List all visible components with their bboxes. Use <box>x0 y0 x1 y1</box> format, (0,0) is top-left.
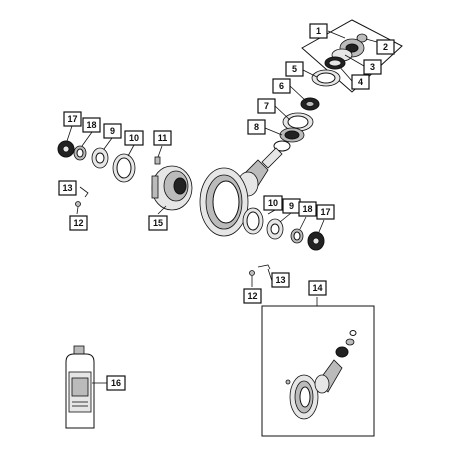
callout-6: 6 <box>272 78 291 94</box>
outer-pinion-bearing <box>300 97 320 111</box>
callout-17-right: 17 <box>316 204 335 220</box>
callout-8-label: 8 <box>254 122 259 132</box>
callout-4-label: 4 <box>358 77 363 87</box>
callout-12-mid-label: 12 <box>247 291 257 301</box>
callout-11-label: 11 <box>158 133 168 143</box>
callout-17-left: 17 <box>63 111 82 127</box>
pinion-seal <box>324 56 346 70</box>
callout-15-label: 15 <box>153 218 163 228</box>
callout-7: 7 <box>257 98 276 114</box>
callout-10-left: 10 <box>124 130 144 146</box>
inner-pinion-bearing <box>273 112 314 152</box>
callout-9-right: 9 <box>282 198 301 214</box>
callout-16: 16 <box>106 375 126 391</box>
callout-9-left-label: 9 <box>110 126 115 136</box>
callout-15: 15 <box>148 215 168 231</box>
callout-8: 8 <box>247 119 266 135</box>
callout-9-right-label: 9 <box>289 201 294 211</box>
ring-gear <box>199 167 249 237</box>
right-bearing-17 <box>307 231 325 251</box>
callout-12-mid: 12 <box>243 288 262 304</box>
callout-7-label: 7 <box>264 101 269 111</box>
kit-ring-gear <box>289 374 319 420</box>
callout-13-mid: 13 <box>271 272 290 288</box>
callout-12-left-label: 12 <box>73 218 83 228</box>
callout-11: 11 <box>153 130 172 146</box>
callout-17-left-label: 17 <box>67 114 77 124</box>
clip-13-left <box>79 186 89 198</box>
callout-9-left: 9 <box>103 123 122 139</box>
callout-13-left: 13 <box>58 180 77 196</box>
callout-13-left-label: 13 <box>62 183 72 193</box>
callout-17-right-label: 17 <box>320 207 330 217</box>
callout-4: 4 <box>351 74 370 90</box>
left-bearing-cone-9 <box>91 147 109 169</box>
right-shim-18 <box>290 228 304 244</box>
callout-16-label: 16 <box>111 378 121 388</box>
left-bearing-cup-10 <box>112 153 136 183</box>
callout-10-right-label: 10 <box>268 198 278 208</box>
callout-2-label: 2 <box>383 42 388 52</box>
gear-oil-bottle <box>65 345 95 429</box>
callout-6-label: 6 <box>279 81 284 91</box>
ring-bolt-11 <box>154 156 161 165</box>
right-bearing-cone-9 <box>266 218 284 240</box>
callout-12-left: 12 <box>69 215 88 231</box>
callout-13-mid-label: 13 <box>275 275 285 285</box>
plug-12-mid <box>249 270 255 276</box>
callout-3-label: 3 <box>370 62 375 72</box>
gear-kit-panel-14 <box>261 305 375 437</box>
left-shim-18 <box>73 145 87 161</box>
callout-5-label: 5 <box>292 64 297 74</box>
callout-1-label: 1 <box>316 26 321 36</box>
callout-18-left: 18 <box>82 117 101 133</box>
outer-bearing-cup <box>311 69 341 87</box>
callout-14: 14 <box>308 280 327 296</box>
kit-panel-1 <box>301 19 403 93</box>
callout-18-left-label: 18 <box>86 120 96 130</box>
callout-14-label: 14 <box>312 283 322 293</box>
left-bearing-17 <box>57 140 75 158</box>
right-bearing-cup-10 <box>242 207 264 235</box>
callout-1: 1 <box>309 23 328 39</box>
callout-5: 5 <box>285 61 304 77</box>
callout-3: 3 <box>363 59 382 75</box>
kit-pinion <box>314 330 357 394</box>
plug-12-left <box>75 201 81 207</box>
callout-2: 2 <box>376 39 395 55</box>
leader-lines <box>66 30 378 384</box>
callout-10-left-label: 10 <box>129 133 139 143</box>
clip-13-mid <box>257 264 271 270</box>
callout-18-right: 18 <box>298 201 317 217</box>
callout-10-right: 10 <box>263 195 283 211</box>
pinion-nut <box>356 33 368 43</box>
differential-case <box>151 165 193 211</box>
callout-18-right-label: 18 <box>302 204 312 214</box>
